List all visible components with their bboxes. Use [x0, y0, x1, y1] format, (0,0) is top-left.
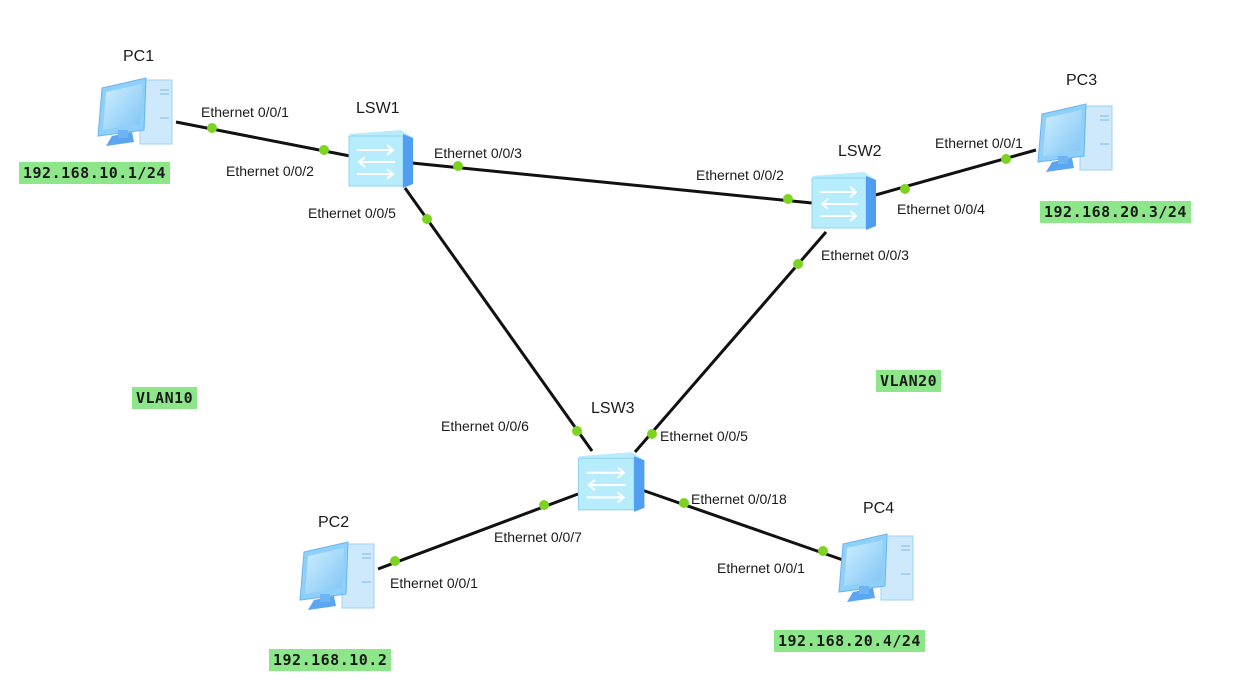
pc2-ip-tag: 192.168.10.2	[269, 649, 392, 671]
pc3-ip-tag: 192.168.20.3/24	[1040, 201, 1191, 223]
port-dot-lsw1-e3	[453, 161, 463, 171]
port-dot-lsw2-e3	[793, 259, 803, 269]
pc3-computer-icon[interactable]	[1034, 100, 1120, 180]
port-dot-lsw1-e2	[319, 145, 329, 155]
port-label-lsw2-e3: Ethernet 0/0/3	[821, 247, 909, 263]
pc2-name: PC2	[318, 514, 350, 531]
port-label-lsw3-e7: Ethernet 0/0/7	[494, 529, 582, 545]
port-label-lsw1-e2: Ethernet 0/0/2	[226, 163, 314, 179]
port-dot-lsw3-e6	[572, 426, 582, 436]
lsw1-name: LSW1	[356, 100, 400, 117]
link-lsw3-pc4[interactable]	[641, 488, 844, 562]
port-label-pc2-e1: Ethernet 0/0/1	[390, 575, 478, 591]
pc2-computer-icon[interactable]	[296, 538, 382, 618]
pc1-ip-tag: 192.168.10.1/24	[19, 162, 170, 184]
port-dot-pc2-e1	[390, 556, 400, 566]
port-label-lsw1-e5: Ethernet 0/0/5	[308, 205, 396, 221]
port-label-pc4-e1: Ethernet 0/0/1	[717, 560, 805, 576]
pc4-name: PC4	[863, 500, 895, 517]
lsw3-name: LSW3	[591, 400, 635, 417]
port-dot-lsw2-e2	[783, 194, 793, 204]
port-dot-pc3-e1	[1001, 154, 1011, 164]
port-dot-lsw2-e4	[900, 184, 910, 194]
pc1-computer-icon[interactable]	[94, 74, 180, 154]
port-dot-pc1-e1	[207, 123, 217, 133]
vlan10-tag: VLAN10	[132, 387, 198, 409]
vlan20-tag: VLAN20	[876, 370, 942, 392]
port-label-lsw1-e3: Ethernet 0/0/3	[434, 145, 522, 161]
port-label-lsw3-e18: Ethernet 0/0/18	[691, 491, 787, 507]
port-label-pc3-e1: Ethernet 0/0/1	[935, 135, 1023, 151]
port-dot-lsw3-e18	[679, 498, 689, 508]
port-label-lsw2-e2: Ethernet 0/0/2	[696, 167, 784, 183]
port-dot-lsw3-e7	[539, 500, 549, 510]
lsw2-name: LSW2	[838, 143, 882, 160]
port-dot-lsw1-e5	[422, 214, 432, 224]
pc4-ip-tag: 192.168.20.4/24	[774, 630, 925, 652]
link-lsw2-lsw3[interactable]	[633, 231, 828, 453]
pc3-name: PC3	[1066, 72, 1098, 89]
lsw1-switch-icon[interactable]	[347, 126, 417, 192]
link-lsw1-lsw3[interactable]	[403, 187, 594, 452]
port-label-lsw3-e5: Ethernet 0/0/5	[660, 428, 748, 444]
port-dot-lsw3-e5	[647, 429, 657, 439]
link-lsw1-lsw2[interactable]	[411, 161, 813, 205]
port-label-lsw3-e6: Ethernet 0/0/6	[441, 418, 529, 434]
port-label-lsw2-e4: Ethernet 0/0/4	[897, 201, 985, 217]
link-lsw2-pc3[interactable]	[871, 148, 1037, 198]
port-label-pc1-e1: Ethernet 0/0/1	[201, 104, 289, 120]
pc4-computer-icon[interactable]	[835, 530, 921, 610]
port-dot-pc4-e1	[818, 546, 828, 556]
lsw3-switch-icon[interactable]	[575, 448, 650, 516]
lsw2-switch-icon[interactable]	[810, 168, 880, 234]
pc1-name: PC1	[123, 48, 155, 65]
